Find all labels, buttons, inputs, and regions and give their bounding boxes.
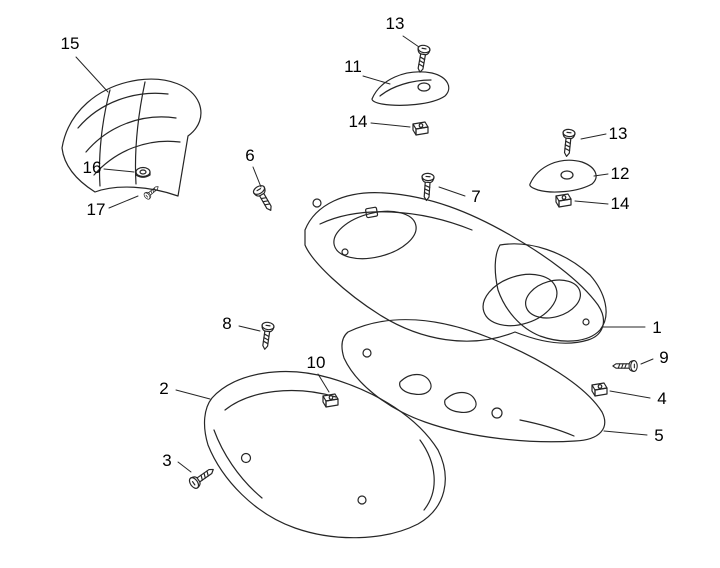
callout-label-9: 9 [659, 348, 668, 367]
leader-line [402, 35, 420, 48]
part-2-front-cover [203, 371, 446, 539]
part-4-clip [591, 382, 608, 397]
part-16-nut [135, 166, 151, 178]
part-11-cover-bracket [371, 71, 450, 106]
callout-label-11: 11 [344, 57, 362, 76]
callout-label-6: 6 [245, 146, 254, 165]
part-13-screw-top [413, 43, 432, 74]
part-6-screw [251, 183, 277, 214]
leader-line [238, 325, 261, 332]
callout-label-12: 12 [611, 164, 630, 183]
leader-line [103, 168, 135, 173]
leader-line [175, 389, 211, 400]
callout-label-17: 17 [87, 200, 106, 219]
handlebar-front-cover [304, 192, 605, 344]
part-14-clip-right [555, 193, 572, 208]
leader-line [603, 430, 648, 436]
part-17-screw [142, 183, 161, 201]
leader-line [438, 186, 466, 197]
leader-line [609, 390, 651, 399]
diagram-art [61, 35, 654, 539]
callout-labels: 15 13 11 14 16 6 7 13 17 12 14 8 1 9 2 1… [61, 14, 669, 470]
leader-line [317, 373, 330, 393]
part-12-cover-bracket [529, 159, 597, 193]
leader-line [640, 358, 654, 365]
callout-label-16: 16 [83, 158, 102, 177]
leader-line [574, 200, 609, 205]
part-14-clip-top [412, 121, 429, 136]
callout-label-15: 15 [61, 34, 80, 53]
callout-label-1: 1 [652, 318, 661, 337]
leader-line [580, 133, 607, 140]
callout-label-5: 5 [654, 426, 663, 445]
callout-label-2: 2 [159, 379, 168, 398]
part-5-lower-cover [341, 319, 606, 443]
part-8-screw [258, 321, 276, 351]
leader-lines [75, 35, 654, 473]
leader-line [593, 173, 609, 177]
part-15-cover [61, 78, 202, 197]
leader-line [177, 461, 192, 473]
callout-label-7: 7 [471, 187, 480, 206]
part-7-screw [419, 172, 435, 202]
part-1-rear-cover [494, 243, 607, 342]
callout-label-10: 10 [307, 353, 326, 372]
callout-label-8: 8 [222, 314, 231, 333]
part-13-screw-right [559, 128, 576, 158]
callout-label-3: 3 [162, 451, 171, 470]
callout-label-13-right: 13 [609, 124, 628, 143]
part-3-screw [187, 464, 218, 491]
part-9-bolt [612, 360, 638, 372]
callout-label-13-top: 13 [386, 14, 405, 33]
leader-line [370, 122, 411, 128]
callout-label-14-right: 14 [611, 194, 630, 213]
leader-line [252, 166, 262, 188]
leader-line [75, 56, 109, 93]
callout-label-14-top: 14 [349, 112, 368, 131]
leader-line [108, 195, 139, 209]
callout-label-4: 4 [657, 389, 666, 408]
leader-line [362, 75, 391, 85]
